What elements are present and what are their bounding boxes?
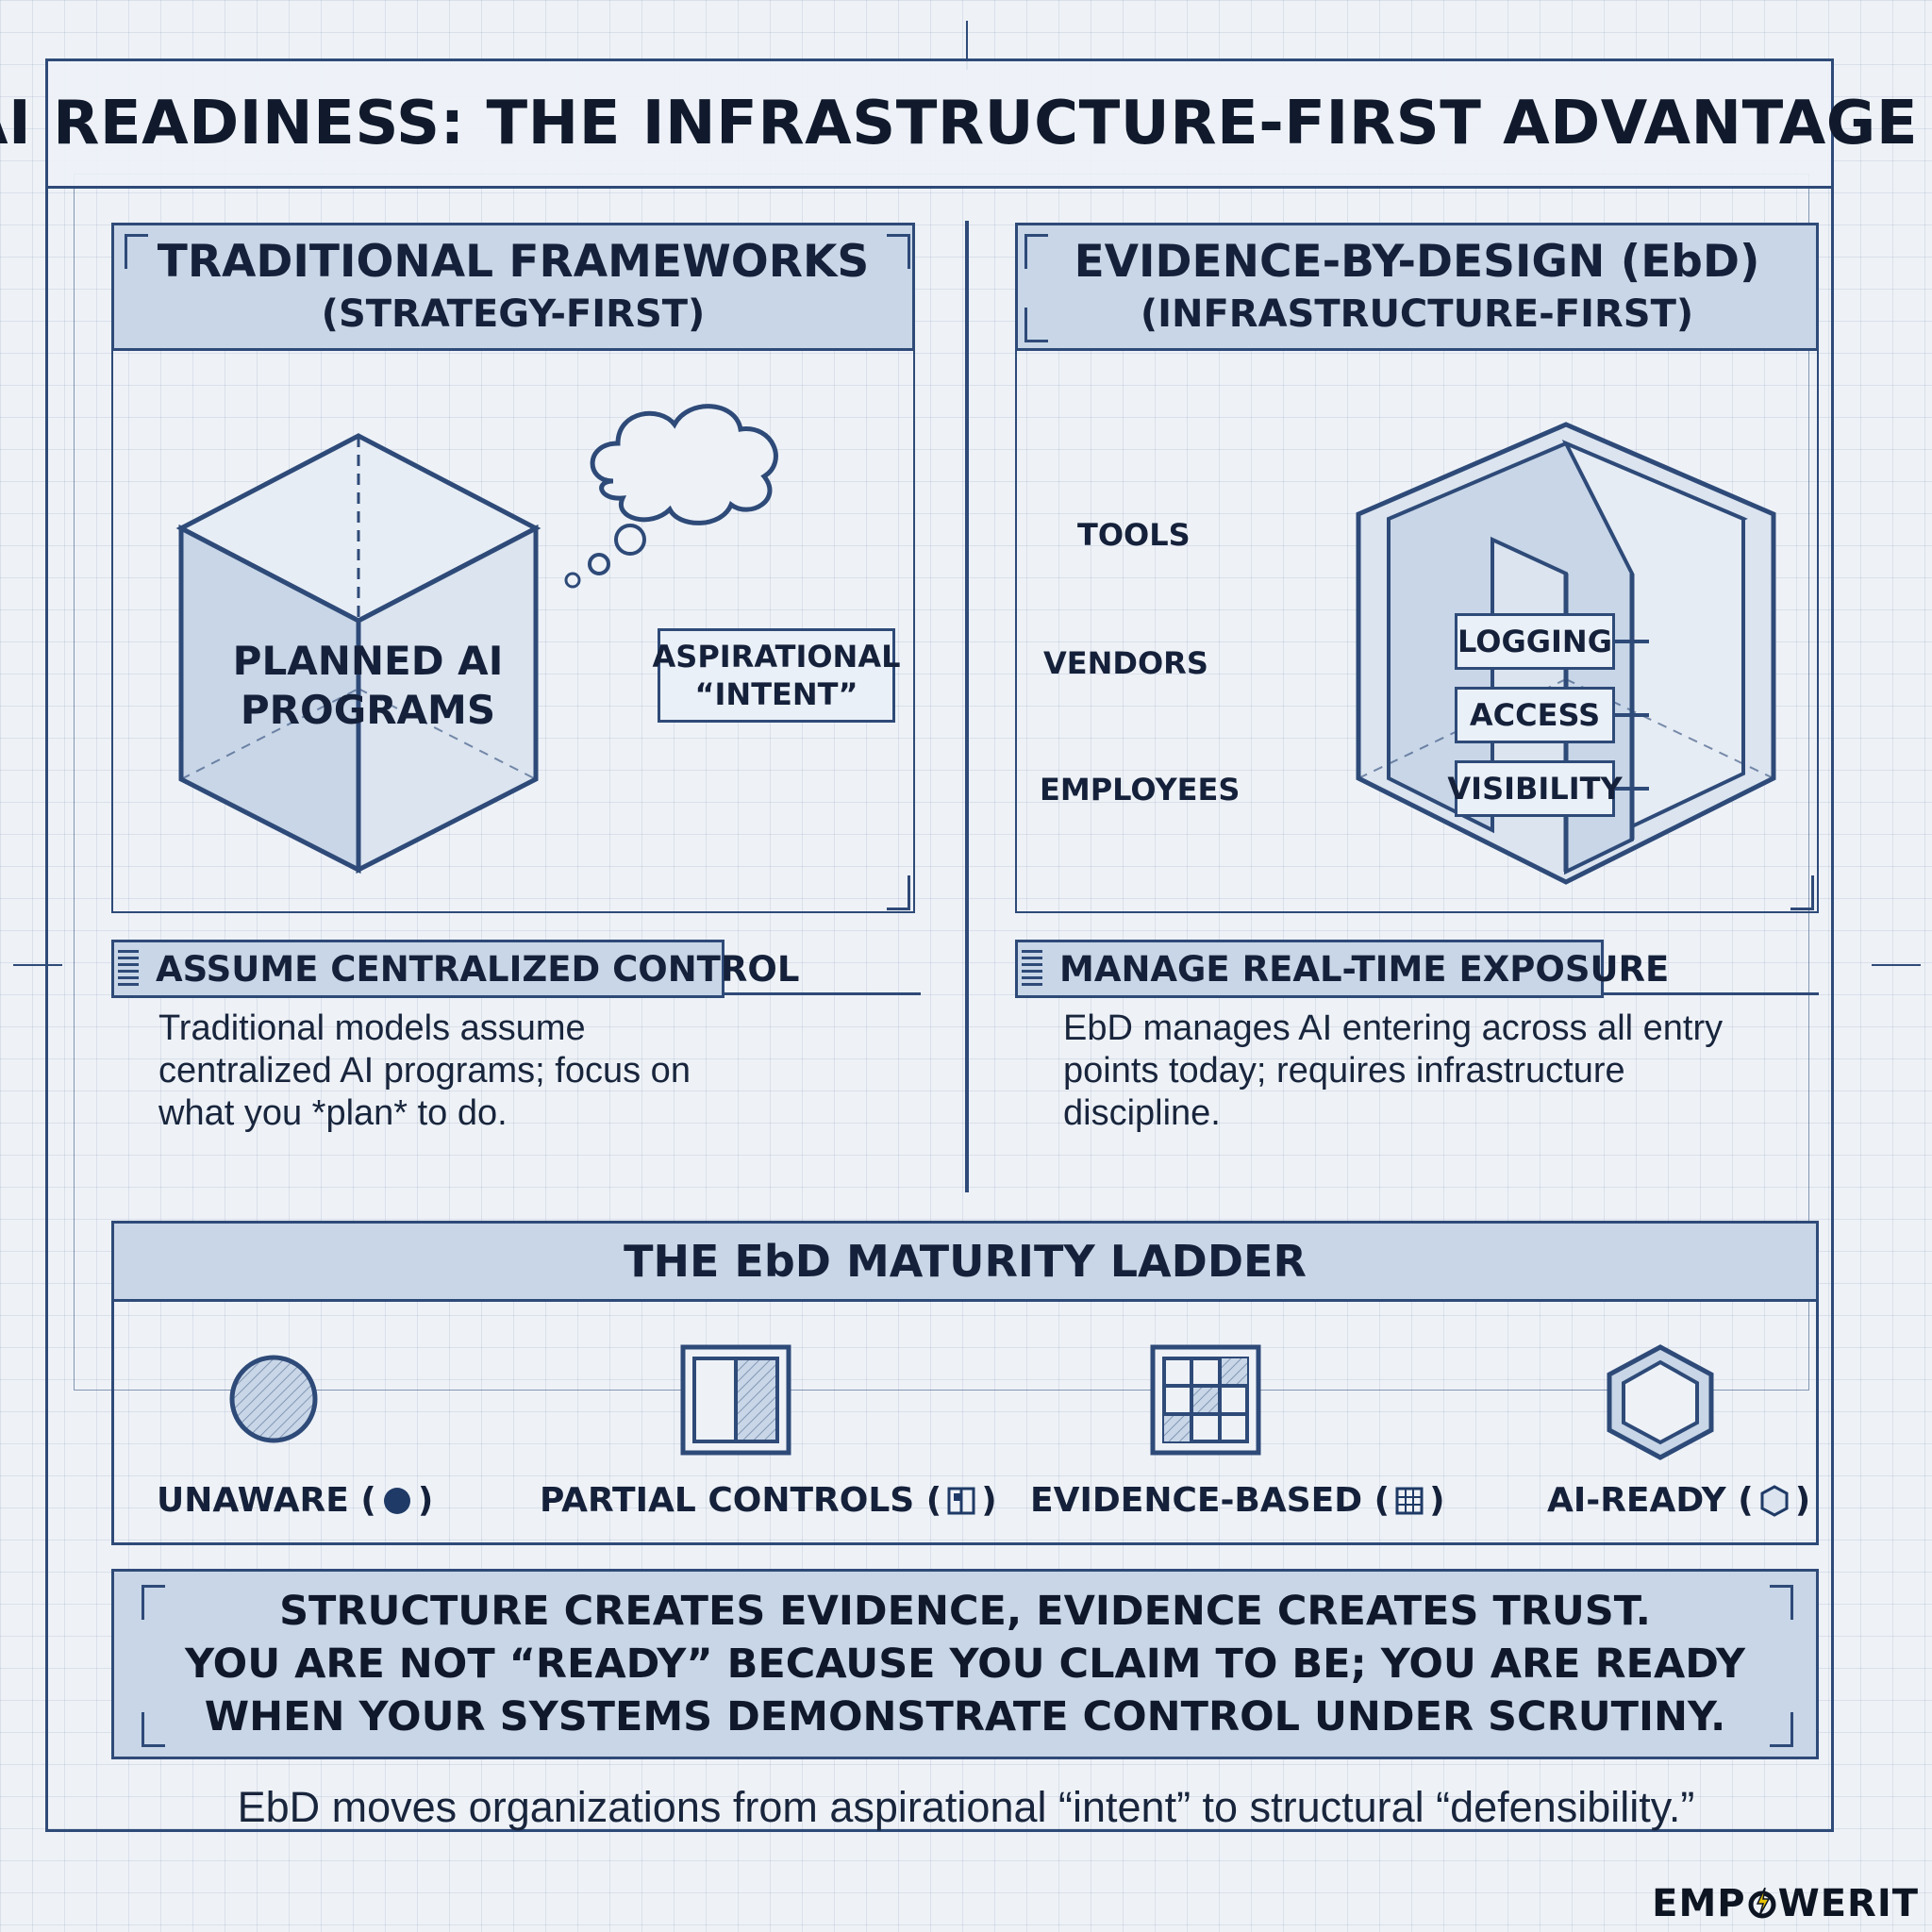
left-body-line1: Traditional models assume [158,1008,586,1048]
right-panel-title: EVIDENCE-BY-DESIGN (EbD) [1074,236,1760,288]
left-section-header: ASSUME CENTRALIZED CONTROL [111,940,799,998]
right-section-title: MANAGE REAL-TIME EXPOSURE [1059,948,1670,990]
left-body: Traditional models assume centralized AI… [158,1008,691,1135]
ladder-title: THE EbD MATURITY LADDER [624,1236,1307,1287]
logo-text-end: WERIT [1777,1882,1919,1925]
circle-icon [383,1487,410,1514]
power-icon [1748,1887,1776,1919]
aspirational-intent-tag: ASPIRATIONAL “INTENT” [653,628,900,723]
left-body-line2: centralized AI programs; focus on [158,1051,691,1091]
right-panel-header: EVIDENCE-BY-DESIGN (EbD) (INFRASTRUCTURE… [1015,223,1819,351]
level-partial-close: ) [981,1481,997,1520]
hexagon-icon [1607,1344,1714,1460]
level-ai-ready-label: AI-READY ( [1547,1481,1754,1520]
control-logging: LOGGING [1455,613,1615,670]
tag-line2: “INTENT” [694,676,858,712]
entry-point-vendors: VENDORS [1043,645,1208,681]
right-body: EbD manages AI entering across all entry… [1063,1008,1723,1135]
footer-caption: EbD moves organizations from aspirationa… [237,1783,1695,1831]
corner-bracket [1024,234,1048,269]
split-square-icon [947,1487,975,1514]
center-divider [965,221,969,1192]
stripe-icon [118,950,139,990]
right-panel-subtitle: (INFRASTRUCTURE-FIRST) [1140,292,1694,336]
level-unaware-close: ) [417,1481,434,1520]
cube-label-line1: PLANNED AI [232,638,504,684]
quote-line1: STRUCTURE CREATES EVIDENCE, EVIDENCE CRE… [279,1588,1651,1635]
right-body-line2: points today; requires infrastructure [1063,1051,1625,1091]
left-section-title: ASSUME CENTRALIZED CONTROL [156,948,800,990]
left-body-line3: what you *plan* to do. [158,1093,508,1133]
left-panel-subtitle: (STRATEGY-FIRST) [321,292,706,336]
stripe-icon [1022,950,1042,990]
left-panel-title: TRADITIONAL FRAMEWORKS [157,236,870,288]
cube-label-line2: PROGRAMS [240,687,496,733]
grid-icon [1395,1487,1424,1514]
hexagon-icon [1760,1484,1789,1517]
level-ai-ready-close: ) [1794,1481,1811,1520]
corner-bracket [125,234,148,269]
corner-bracket [1024,308,1048,342]
circle-icon [229,1355,318,1443]
thought-cloud-icon [564,404,778,589]
right-section-header: MANAGE REAL-TIME EXPOSURE [1015,940,1669,998]
corner-bracket [1790,875,1814,910]
level-evidence-close: ) [1429,1481,1445,1520]
corner-bracket [142,1712,165,1747]
corner-bracket [1770,1585,1793,1620]
ladder-header: THE EbD MATURITY LADDER [111,1221,1819,1302]
corner-bracket [1770,1712,1793,1747]
right-body-line3: discipline. [1063,1093,1221,1133]
left-tick [13,964,62,966]
right-body-line1: EbD manages AI entering across all entry [1063,1008,1724,1048]
planned-programs-cube [175,433,541,874]
level-partial-label: PARTIAL CONTROLS ( [540,1481,942,1520]
level-unaware: UNAWARE ( ) [157,1481,433,1520]
entry-point-employees: EMPLOYEES [1040,772,1241,808]
corner-bracket [142,1585,165,1620]
level-ai-ready: AI-READY ( ) [1547,1481,1810,1520]
brand-logo: EMP WERIT [1652,1882,1919,1925]
right-tick [1872,964,1921,966]
grid-icon [1150,1344,1261,1456]
quote-line2: YOU ARE NOT “READY” BECAUSE YOU CLAIM TO… [185,1641,1745,1688]
page-title: AI READINESS: THE INFRASTRUCTURE-FIRST A… [0,58,1918,189]
split-square-icon [680,1344,791,1456]
level-evidence-label: EVIDENCE-BASED ( [1030,1481,1391,1520]
quote-line3: WHEN YOUR SYSTEMS DEMONSTRATE CONTROL UN… [204,1693,1726,1740]
level-unaware-label: UNAWARE ( [157,1481,376,1520]
top-tick [966,21,968,70]
cube-label: PLANNED AI PROGRAMS [179,637,557,735]
level-evidence-based: EVIDENCE-BASED ( ) [1030,1481,1445,1520]
left-panel-header: TRADITIONAL FRAMEWORKS (STRATEGY-FIRST) [111,223,915,351]
tag-line1: ASPIRATIONAL [652,639,901,675]
logo-text-start: EMP [1652,1882,1746,1925]
level-partial-controls: PARTIAL CONTROLS ( ) [540,1481,997,1520]
control-access: ACCESS [1455,687,1615,743]
entry-point-tools: TOOLS [1077,517,1191,553]
corner-bracket [887,234,910,269]
control-visibility: VISIBILITY [1447,760,1623,817]
key-message-banner: STRUCTURE CREATES EVIDENCE, EVIDENCE CRE… [111,1569,1819,1759]
corner-bracket [887,875,910,910]
